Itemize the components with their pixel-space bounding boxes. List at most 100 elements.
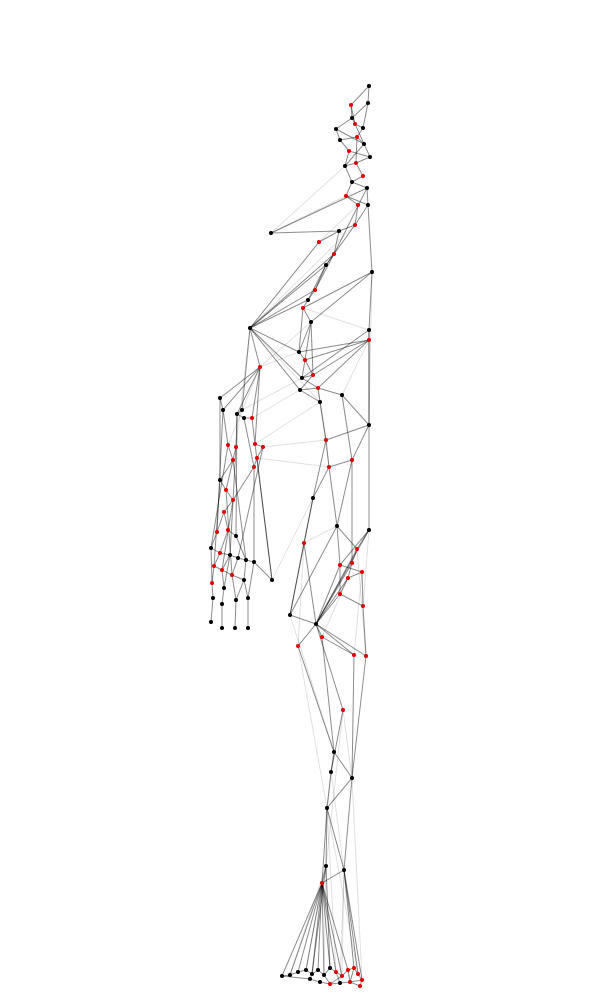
edge-a28-a35 [231,574,237,601]
edge-c14-p9 [289,525,338,616]
edge-a13-a26 [213,479,221,567]
edge-ls-n5 [249,264,327,329]
faint-edge-k2-k5 [326,751,335,809]
edge-a25-a36 [247,561,255,599]
edge-k8-f7 [321,882,325,976]
faint-edge-k7-f10 [341,869,345,977]
node-a8 [253,442,257,446]
node-p14 [364,654,368,658]
node-a37 [209,620,213,624]
node-p4 [350,561,354,565]
edge-h12-h14 [355,156,371,164]
node-a13 [218,478,222,482]
edge-n1-n3 [270,230,340,234]
edge-p7-p8 [339,593,364,607]
faint-edge-k7-f16 [339,869,345,984]
edge-c7-c11 [341,394,353,461]
faint-edge-a8-c8 [254,401,321,445]
faint-edge-c14-c15 [303,525,338,544]
edge-a15-a27 [221,499,234,571]
edge-h19-h21 [354,204,359,226]
node-f18 [318,980,322,984]
edge-f19-f1 [281,975,311,980]
node-a15 [231,498,235,502]
edge-a11-a30 [256,457,273,581]
node-f4 [304,968,308,972]
node-f19 [308,977,312,981]
node-s1 [313,288,317,292]
faint-edge-k3-k7 [330,771,345,871]
edge-a3-a19 [235,413,238,537]
edge-k8-f8 [321,882,331,969]
node-a12 [252,465,256,469]
edge-h11-h12 [348,150,371,158]
edge-h6-h12 [354,123,371,158]
edge-a1-a2 [219,397,224,411]
edge-n6-s4 [310,271,373,323]
node-a17 [215,530,219,534]
faint-edge-le-s4 [259,321,312,368]
edge-h20-n6 [367,204,373,273]
faint-edge-a6-le [227,366,261,446]
edge-h11-h13 [344,150,350,167]
edge-a31-a33 [211,582,214,599]
node-n4 [332,252,336,256]
node-f6 [316,968,320,972]
faint-edge-p12-k5 [297,645,328,809]
edge-k4-k5 [326,777,353,809]
node-p8 [361,604,365,608]
edge-s5-c3 [301,329,370,379]
edge-c6-c7 [317,387,343,396]
node-h4 [350,116,354,120]
edge-h8-h11 [339,139,350,152]
node-h18 [365,186,369,190]
edge-k8-f1 [281,882,323,977]
faint-edge-h17-n1 [270,195,347,234]
edge-s6-c2 [304,339,370,361]
node-a23 [236,556,240,560]
node-h2 [349,103,353,107]
edge-s6-c1 [298,339,370,353]
faint-edge-s6-c7 [341,339,370,396]
edge-p2-p4 [351,548,358,564]
node-h13 [343,164,347,168]
faint-edge-le-c1 [259,351,300,368]
edge-c9-c10 [325,424,370,441]
edge-h3-h7 [362,102,369,129]
edge-k7-f13 [343,869,359,975]
faint-edge-k5-f13 [326,807,359,975]
edge-c14-p3 [336,525,341,566]
edge-ls-le [249,327,261,368]
edge-a22-a32 [223,554,231,589]
node-a34 [220,602,224,606]
node-a40 [246,626,250,630]
node-le [258,365,262,369]
edge-a28-a29 [231,574,245,581]
edge-a6-a10 [227,444,234,461]
node-a10 [231,458,235,462]
edge-h2-h4 [350,104,353,119]
edge-h18-h20 [366,187,369,206]
node-h11 [347,149,351,153]
edge-h13-h16 [344,165,353,183]
node-a4 [242,416,246,420]
faint-edge-c13-a30 [271,497,314,581]
edge-a32-a34 [221,587,225,605]
edge-s4-c1 [298,321,312,353]
node-c13 [311,496,315,500]
edge-h8-h9 [339,136,358,141]
edge-k8-f5 [311,882,323,975]
faint-edge-k6-f2 [289,865,327,976]
node-a30 [270,578,274,582]
node-f9 [334,970,338,974]
edge-h16-h17 [345,181,353,197]
node-a14 [224,488,228,492]
node-c9 [367,423,371,427]
node-a41 [240,408,244,412]
node-k6 [324,864,328,868]
edge-a19-a24 [235,535,247,561]
node-n2 [317,240,321,244]
node-f8 [328,966,332,970]
node-p11 [320,635,324,639]
node-f3 [296,970,300,974]
